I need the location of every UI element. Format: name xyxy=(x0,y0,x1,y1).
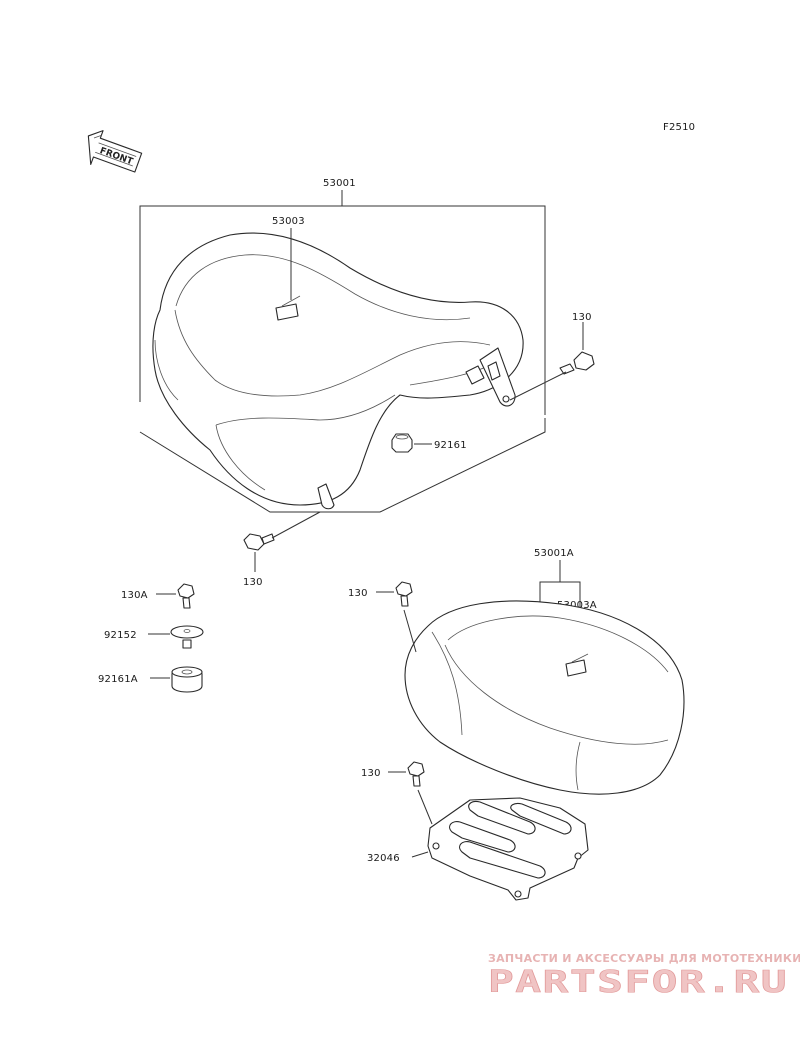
rubber-damper xyxy=(391,433,432,453)
bolt-130A xyxy=(156,583,195,609)
label-53003A: 53003A xyxy=(557,600,597,611)
label-92152: 92152 xyxy=(104,630,137,641)
label-130-pillion: 130 xyxy=(348,588,368,599)
main-seat xyxy=(152,232,524,510)
front-bolt xyxy=(243,511,321,572)
front-arrow-icon: FRONT xyxy=(87,130,143,173)
seat-assembly-bracket xyxy=(139,190,546,513)
figure-code: F2510 xyxy=(663,122,695,133)
label-53001: 53001 xyxy=(323,178,356,189)
label-130-front: 130 xyxy=(243,577,263,588)
pillion-seat xyxy=(404,600,685,795)
pillion-seat-label-tag xyxy=(565,653,589,677)
rear-bolt xyxy=(509,322,595,401)
seat-label-tag xyxy=(275,228,301,321)
label-53003: 53003 xyxy=(272,216,305,227)
label-92161A: 92161A xyxy=(98,674,138,685)
label-130-lower: 130 xyxy=(361,768,381,779)
seat-bracket-plate xyxy=(411,797,589,901)
watermark-tagline: ЗАПЧАСТИ И АКСЕССУАРЫ ДЛЯ МОТОТЕХНИКИ xyxy=(488,952,800,965)
damper-92161A xyxy=(150,666,203,693)
watermark-logo: PARTSFOR.RU xyxy=(488,965,788,1000)
pillion-bolt xyxy=(376,581,417,653)
label-130-rear: 130 xyxy=(572,312,592,323)
label-92161: 92161 xyxy=(434,440,467,451)
bracket-bolt xyxy=(388,761,433,825)
washer-92152 xyxy=(148,625,204,649)
label-53001A: 53001A xyxy=(534,548,574,559)
label-130A: 130A xyxy=(121,590,148,601)
label-32046: 32046 xyxy=(367,853,400,864)
